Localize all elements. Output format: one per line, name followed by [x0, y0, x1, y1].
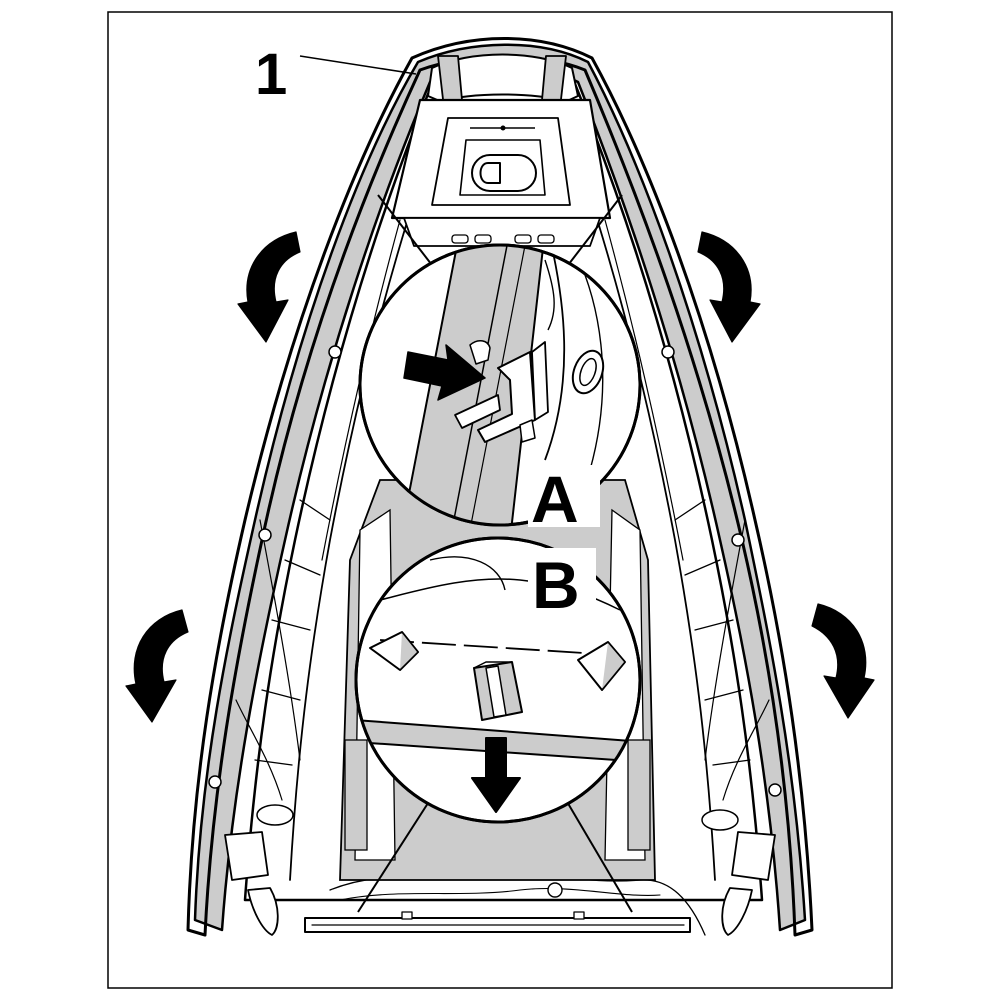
rotate-arrow-bottom-left-icon: [125, 609, 189, 723]
pull-down-arrow-icon: [471, 737, 521, 813]
rotate-arrow-top-right-icon: [697, 231, 761, 343]
part-number-label: 1: [255, 42, 287, 107]
detail-b-label: B: [532, 548, 580, 622]
rotation-arrows: [125, 231, 875, 723]
part-1-leader: [299, 55, 417, 75]
rotate-arrow-top-left-icon: [237, 231, 301, 343]
detail-a-label: A: [531, 462, 579, 536]
rotate-arrow-bottom-right-icon: [811, 603, 875, 719]
detail-a: [358, 194, 642, 527]
headrest-cradle: [390, 53, 612, 247]
push-arrow-icon: [403, 344, 486, 401]
detail-b: [354, 536, 642, 913]
